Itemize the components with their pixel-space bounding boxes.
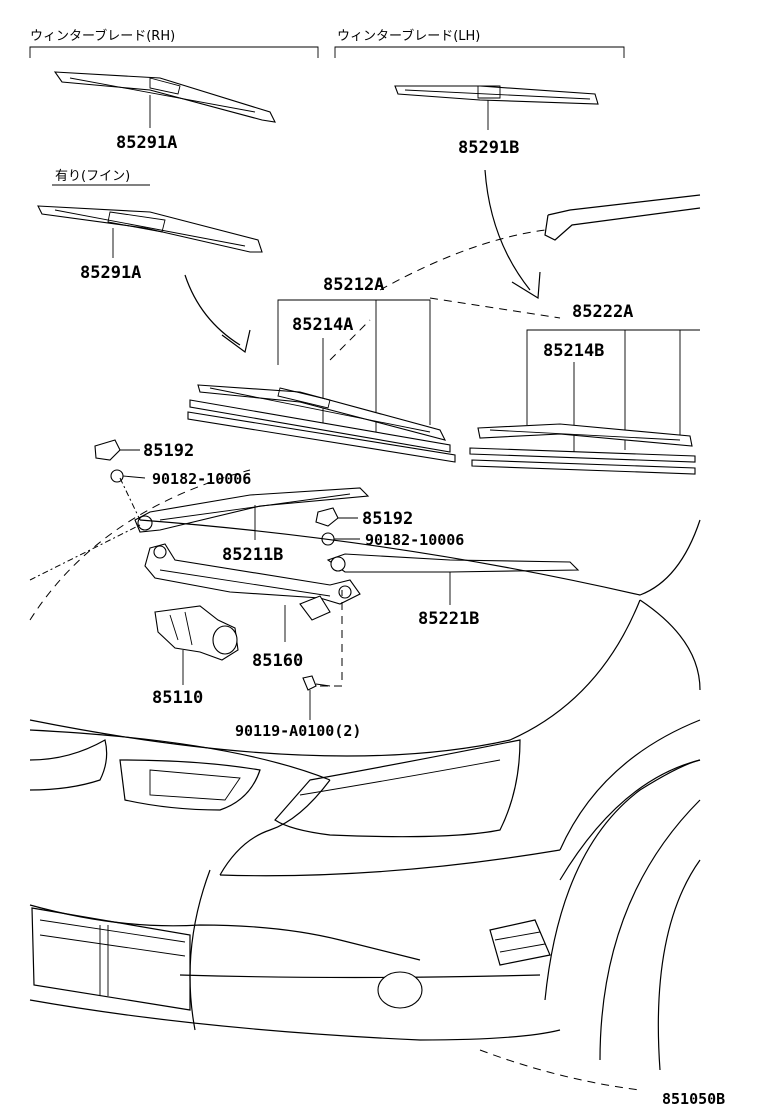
part-85212A[interactable]: 85212A — [323, 275, 384, 295]
winter-blade-option — [37, 205, 263, 258]
wiper-arm-lh — [326, 553, 580, 605]
header-lh: ウィンターブレード(LH) — [334, 28, 625, 58]
part-85110[interactable]: 85110 — [152, 688, 203, 708]
arrow-rh — [184, 274, 241, 346]
wiper-link — [144, 543, 361, 642]
figure-id: 851050B — [662, 1090, 725, 1108]
part-85221B[interactable]: 85221B — [418, 609, 479, 629]
header-option-label: 有り(フイン) — [55, 169, 130, 184]
part-85291A-mid[interactable]: 85291A — [80, 263, 141, 283]
blade-assy-lh — [469, 423, 696, 475]
winter-blade-lh — [394, 85, 599, 130]
part-85214B[interactable]: 85214B — [543, 341, 604, 361]
arrow-lh — [484, 169, 531, 291]
wiper-arm-rh — [134, 487, 370, 540]
header-rh: ウィンターブレード(RH) — [29, 28, 319, 58]
header-rh-label: ウィンターブレード(RH) — [30, 28, 175, 44]
part-85192-a[interactable]: 85192 — [143, 441, 194, 461]
bolt — [302, 590, 343, 720]
part-85211B[interactable]: 85211B — [222, 545, 283, 565]
part-90119[interactable]: 90119-A0100(2) — [235, 722, 361, 740]
part-85222A[interactable]: 85222A — [572, 302, 633, 322]
cap-85192-left — [94, 439, 140, 461]
car-body — [29, 469, 701, 1091]
nut-left — [110, 469, 146, 483]
wiper-motor — [154, 605, 239, 685]
blade-assy-rh — [187, 384, 456, 463]
header-lh-label: ウィンターブレード(LH) — [337, 28, 480, 44]
part-90182-b[interactable]: 90182-10006 — [365, 531, 464, 549]
part-85291B[interactable]: 85291B — [458, 138, 519, 158]
part-85160[interactable]: 85160 — [252, 651, 303, 671]
winter-blade-rh — [53, 71, 276, 128]
part-85291A-top[interactable]: 85291A — [116, 133, 177, 153]
part-90182-a[interactable]: 90182-10006 — [152, 470, 251, 488]
cap-85192-right — [315, 507, 358, 527]
header-option: 有り(フイン) — [52, 169, 150, 186]
part-85192-b[interactable]: 85192 — [362, 509, 413, 529]
part-85214A[interactable]: 85214A — [292, 315, 353, 335]
windshield-top — [544, 194, 701, 241]
